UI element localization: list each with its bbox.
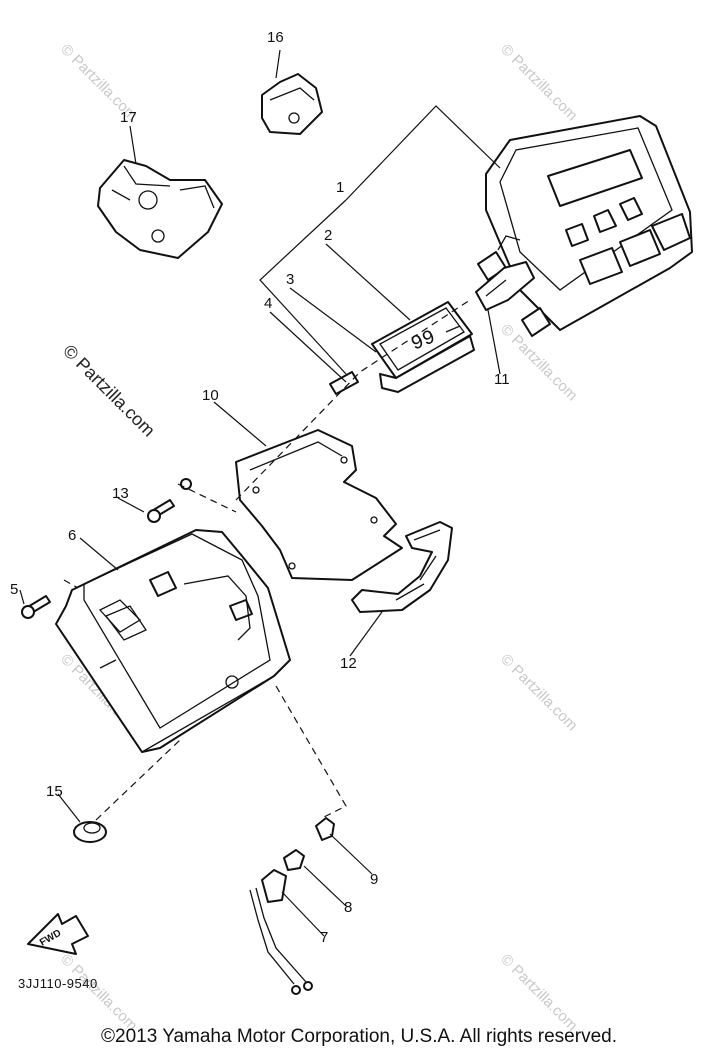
watermark: © Partzilla.com: [497, 321, 580, 404]
part-5-screw: [21, 595, 51, 619]
callout-6: 6: [68, 527, 76, 544]
watermark: © Partzilla.com: [497, 651, 580, 734]
callout-5: 5: [10, 581, 18, 598]
callout-16: 16: [267, 29, 284, 46]
callout-7: 7: [320, 929, 328, 946]
copyright-footer: ©2013 Yamaha Motor Corporation, U.S.A. A…: [101, 1026, 617, 1047]
callout-15: 15: [46, 783, 63, 800]
part-13-screw: [147, 478, 192, 523]
callout-13: 13: [112, 485, 129, 502]
callout-17: 17: [120, 109, 137, 126]
callout-4: 4: [264, 295, 272, 312]
fwd-arrow: FWD: [27, 913, 89, 955]
diagram-code: 3JJ110-9540: [18, 976, 98, 991]
part-2-lcd-panel: 99: [371, 301, 475, 393]
callout-3: 3: [286, 271, 294, 288]
callout-2: 2: [324, 227, 332, 244]
watermark: © Partzilla.com: [497, 951, 580, 1034]
part-12-ribbon-cable: [351, 521, 453, 613]
watermark-prominent: © Partzilla.com: [59, 341, 159, 441]
part-10-circuit-board: [235, 429, 403, 581]
callout-9: 9: [370, 871, 378, 888]
part-7-socket-harness: [249, 869, 313, 995]
part-17-sensor-unit: [97, 159, 223, 259]
part-16-bracket: [261, 73, 323, 135]
part-15-grommet: [73, 821, 107, 843]
watermark: © Partzilla.com: [497, 41, 580, 124]
callout-8: 8: [344, 899, 352, 916]
watermark: © Partzilla.com: [57, 951, 140, 1034]
callout-numbers: 16 17 1 2 3 4 11 10 13 6 5 12 15 9 8 7: [10, 29, 510, 946]
part-8-bulb: [283, 849, 305, 871]
part-6-meter-case: [55, 529, 291, 753]
callout-10: 10: [202, 387, 219, 404]
leader-lines: [19, 49, 501, 937]
part-11-connector: [475, 261, 535, 311]
callout-12: 12: [340, 655, 357, 672]
part-1-meter-assembly: [477, 115, 693, 337]
callout-1: 1: [336, 179, 344, 196]
callout-11: 11: [494, 371, 510, 388]
part-4-pin: [329, 371, 359, 395]
part-9-socket: [315, 817, 335, 841]
